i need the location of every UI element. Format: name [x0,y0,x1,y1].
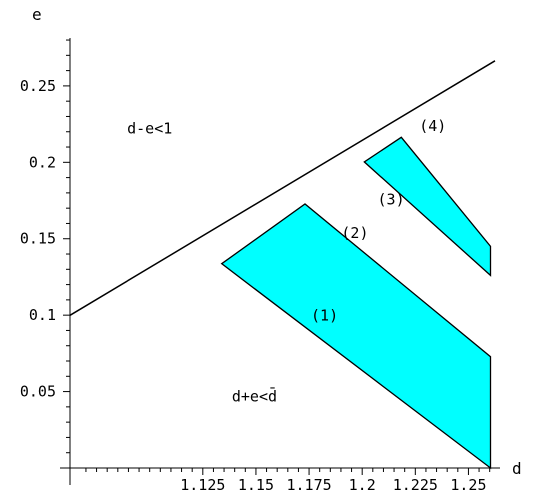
x-tick-label: 1.125 [180,476,225,494]
regions-layer [220,136,492,470]
x-tick-label: 1.15 [238,476,274,494]
annotation: (2) [341,224,368,242]
y-tick-label: 0.2 [29,153,56,171]
annotation: (4) [419,117,446,135]
x-tick-label: 1.2 [349,476,376,494]
y-tick-label: 0.15 [20,230,56,248]
x-axis-label: d [512,459,522,478]
y-tick-label: 0.05 [20,383,56,401]
annotation: (3) [378,190,405,208]
region-2 [363,136,492,277]
ticks-layer: 1.125 1.15 1.175 1.2 1.225 1.25 0.05 0.1 0.15 0.2… [20,39,491,494]
annotation: (1) [311,307,338,325]
lines-layer [69,60,496,316]
x-tick-label: 1.175 [286,476,331,494]
y-axis-label: e [32,5,42,24]
y-tick-label: 0.25 [20,77,56,95]
annotation: d-e<1 [127,120,172,138]
annotation: d+e<d̄ [232,386,277,405]
region-1 [220,203,492,470]
annotations-layer: d-e<1 (4) (3) (2) (1) d+e<d̄ [127,117,446,405]
y-tick-label: 0.1 [29,306,56,324]
x-tick-label: 1.225 [393,476,438,494]
axes-layer: d e [32,5,522,485]
x-tick-label: 1.25 [450,476,486,494]
boundary-line-1 [69,60,496,316]
